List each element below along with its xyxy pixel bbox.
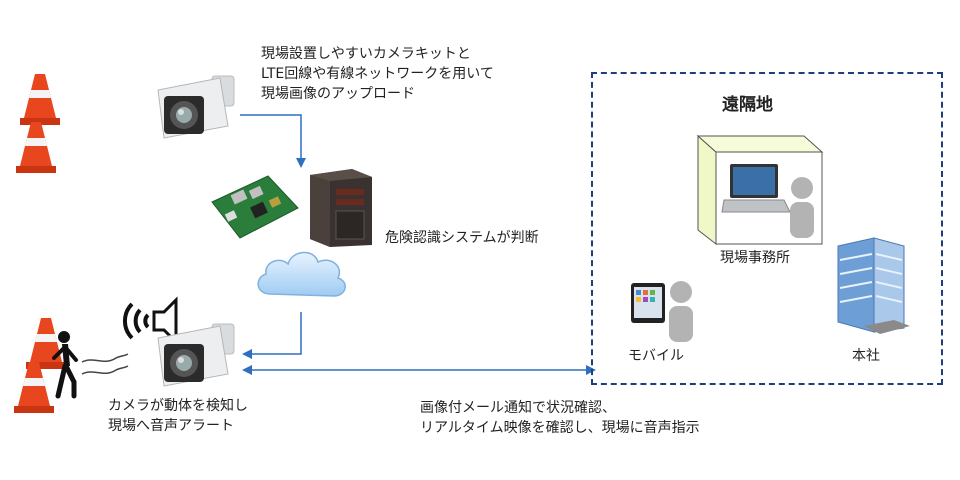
traffic-cone-icon xyxy=(14,362,54,413)
traffic-cone-icon xyxy=(20,74,60,125)
remote-site-box xyxy=(591,72,943,385)
office-building-icon xyxy=(837,237,910,334)
detect-caption-line1: カメラが動体を検知し xyxy=(108,398,248,414)
person-silhouette-icon xyxy=(790,177,814,238)
walking-person-icon xyxy=(52,331,78,399)
security-camera-icon xyxy=(157,75,235,139)
mobile-label: モバイル xyxy=(628,348,684,364)
tablet-icon xyxy=(631,283,665,323)
laptop-icon xyxy=(721,164,791,213)
security-camera-icon xyxy=(157,323,235,387)
traffic-cone-icon xyxy=(16,122,56,173)
motion-lines-icon xyxy=(81,353,129,375)
server-tower-icon xyxy=(310,169,372,247)
person-silhouette-icon xyxy=(669,281,693,342)
circuit-board-icon xyxy=(211,175,299,239)
headquarters-label: 本社 xyxy=(852,348,880,364)
site-office-label: 現場事務所 xyxy=(720,250,790,266)
notify-caption-line1: 画像付メール通知で状況確認、 xyxy=(420,400,616,416)
cloud-icon xyxy=(257,251,346,297)
judge-caption: 危険認識システムが判断 xyxy=(385,230,539,246)
remote-site-title: 遠隔地 xyxy=(722,95,773,115)
detect-caption-line2: 現場へ音声アラート xyxy=(108,418,234,434)
upload-caption-line3: 現場画像のアップロード xyxy=(261,86,415,102)
upload-caption-line2: LTE回線や有線ネットワークを用いて xyxy=(261,66,494,82)
speaker-icon xyxy=(122,296,178,346)
notify-caption-line2: リアルタイム映像を確認し、現場に音声指示 xyxy=(420,420,700,436)
upload-caption-line1: 現場設置しやすいカメラキットと xyxy=(261,46,471,62)
traffic-cone-icon xyxy=(26,318,66,369)
